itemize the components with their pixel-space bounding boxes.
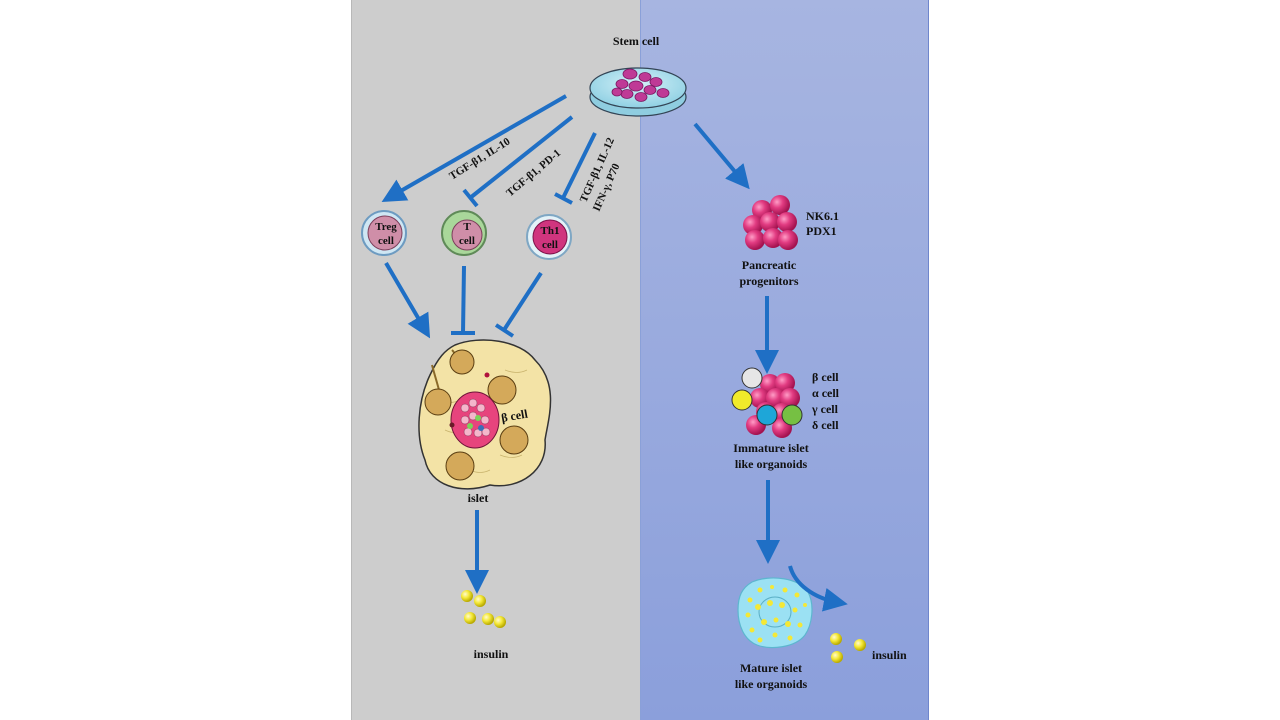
arrow-treg-to-islet	[384, 261, 431, 339]
pancreatic-progenitors-icon	[743, 195, 798, 250]
insulin-label-right: insulin	[872, 648, 907, 662]
beta-cell-label: β cell	[500, 406, 529, 425]
t-cell-icon	[441, 210, 487, 256]
inhibit-to-tcell	[462, 115, 574, 208]
treg-cell-label-1: Treg	[375, 221, 397, 233]
cell-type-beta: β cell	[812, 370, 839, 384]
th1-cell-icon	[526, 214, 572, 260]
treg-cell-label-2: cell	[378, 235, 394, 247]
inhibit-tcell-to-islet	[451, 265, 475, 335]
cell-type-delta: δ cell	[812, 418, 839, 432]
marker-nk61: NK6.1	[806, 209, 839, 223]
stem-cell-dish-icon	[589, 67, 687, 117]
pathway-label-tcell: TGF-β1, PD-1	[504, 147, 563, 199]
arrow-mature-to-insulin	[788, 565, 848, 612]
cell-type-alpha: α cell	[812, 386, 840, 400]
arrow-stem-to-progenitors	[693, 122, 750, 190]
th1-cell-label-1: Th1	[541, 225, 560, 237]
immature-organoid-icon	[731, 367, 803, 438]
islet-label: islet	[468, 491, 489, 505]
progenitors-label-2: progenitors	[739, 274, 798, 288]
immature-label-1: Immature islet	[733, 441, 808, 455]
mature-label-2: like organoids	[735, 677, 808, 691]
arrow-to-treg	[381, 94, 567, 202]
progenitors-label-1: Pancreatic	[742, 258, 797, 272]
inhibit-th1-to-islet	[494, 271, 543, 338]
islet-icon	[418, 339, 552, 490]
insulin-granules-left-icon	[461, 590, 506, 628]
mature-label-1: Mature islet	[740, 661, 802, 675]
marker-pdx1: PDX1	[806, 224, 837, 238]
stem-cell-label: Stem cell	[613, 34, 660, 48]
th1-cell-label-2: cell	[542, 239, 558, 251]
t-cell-label-2: cell	[459, 235, 475, 247]
cell-type-gamma: γ cell	[811, 402, 839, 416]
insulin-label-left: insulin	[474, 647, 509, 661]
immature-label-2: like organoids	[735, 457, 808, 471]
treg-cell-icon	[361, 210, 407, 256]
inhibit-to-th1	[554, 132, 597, 205]
mature-organoid-icon	[737, 577, 813, 649]
t-cell-label-1: T	[463, 221, 471, 233]
insulin-granules-right-icon	[830, 633, 866, 663]
